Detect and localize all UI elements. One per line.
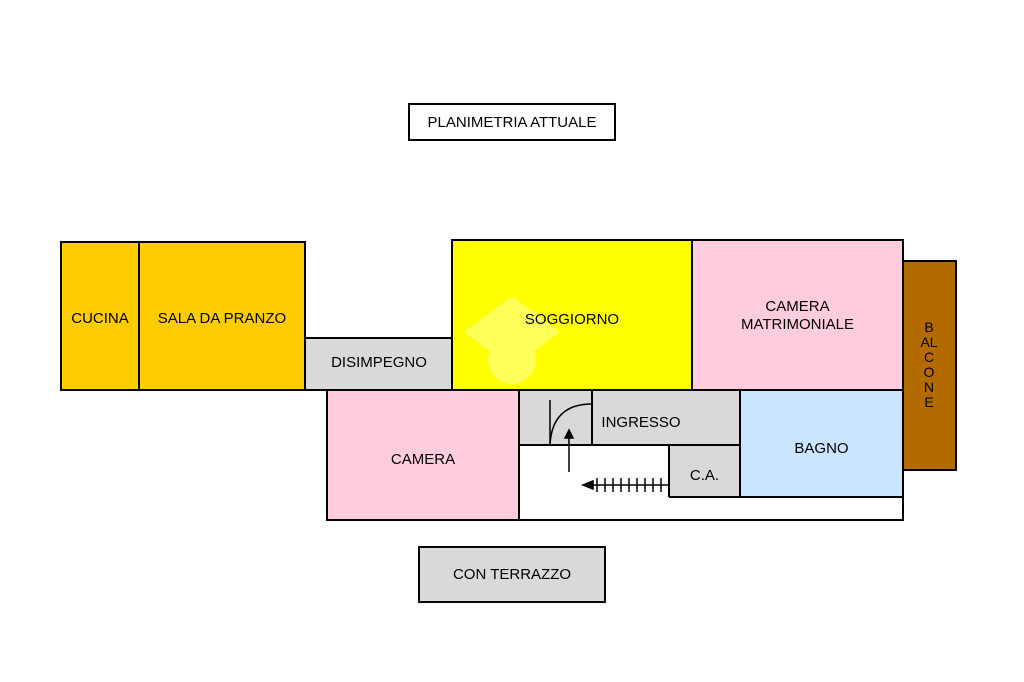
room-disimpegno xyxy=(305,338,453,390)
room-ingresso xyxy=(519,390,740,445)
arrow-up-icon xyxy=(563,428,575,472)
watermark-logo xyxy=(464,296,560,384)
walls xyxy=(60,239,957,521)
label-camera-matrimoniale-line2: MATRIMONIALE xyxy=(740,316,855,333)
room-camera-matrimoniale xyxy=(692,240,903,390)
label-camera: CAMERA xyxy=(390,451,456,468)
label-camera-matrimoniale-line1: CAMERA xyxy=(765,298,830,315)
terrace-note: CON TERRAZZO xyxy=(418,546,606,603)
label-sala-da-pranzo: SALA DA PRANZO xyxy=(157,310,287,327)
label-cucina: CUCINA xyxy=(71,310,129,327)
room-bagno xyxy=(740,390,903,497)
label-ca: C.A. xyxy=(689,467,720,484)
room-balcone xyxy=(903,261,956,470)
label-soggiorno: SOGGIORNO xyxy=(524,311,620,328)
terrace-note-text: CON TERRAZZO xyxy=(452,566,572,583)
label-ingresso: INGRESSO xyxy=(601,414,681,431)
label-balcone: BALCONE xyxy=(920,319,938,410)
room-camera xyxy=(327,390,519,520)
room-sala-da-pranzo xyxy=(139,242,305,390)
plan-title-text: PLANIMETRIA ATTUALE xyxy=(427,113,597,131)
room-cucina xyxy=(61,242,139,390)
label-bagno: BAGNO xyxy=(794,440,849,457)
room-soggiorno xyxy=(452,240,692,390)
stairs-arrow-icon xyxy=(580,478,668,492)
door-swing-icon xyxy=(549,400,593,446)
room-ca xyxy=(669,445,740,497)
plan-title: PLANIMETRIA ATTUALE xyxy=(408,103,616,141)
label-disimpegno: DISIMPEGNO xyxy=(331,354,427,371)
